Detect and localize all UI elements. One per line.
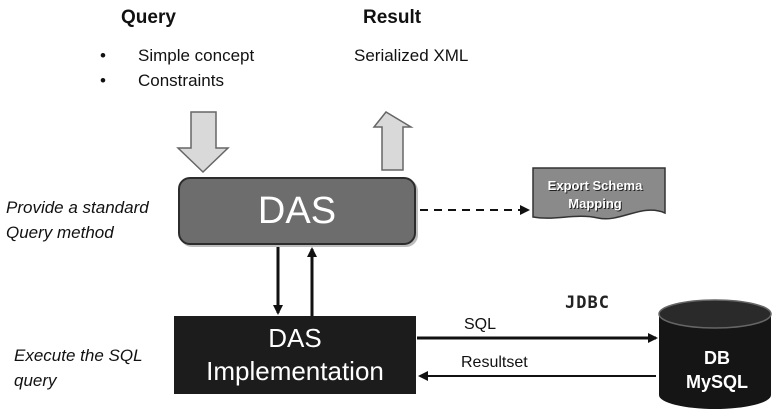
db-label-line: MySQL [685,372,748,392]
query-item-constraints: Constraints [138,71,224,90]
das-side-note-line: Provide a standard [6,198,149,217]
query-item-simple-concept: Simple concept [138,46,255,65]
result-heading: Result [363,7,422,28]
export-schema-mapping: Export Schema Mapping [527,173,663,217]
impl-side-note: Execute the SQL query [14,343,143,393]
impl-side-note-line: query [14,371,57,390]
database-cylinder [658,299,772,409]
das-label: DAS [257,189,337,232]
das-implementation-box: DAS Implementation [174,316,416,394]
export-label-line: Export Schema [547,178,643,193]
query-down-arrow [176,111,230,174]
impl-label-line: DAS [268,323,322,353]
impl-label-line: Implementation [206,356,384,386]
jdbc-label: JDBC [565,293,610,313]
das-side-note: Provide a standard Query method [6,195,149,245]
das-side-note-line: Query method [6,223,114,242]
db-label-line: DB [704,348,730,368]
resultset-label: Resultset [461,354,528,371]
bullet-dot: • [100,71,106,90]
das-box: DAS [178,177,416,245]
bullet-dot: • [100,46,106,65]
impl-side-note-line: Execute the SQL [14,346,143,365]
sql-label: SQL [464,316,497,333]
result-up-arrow [372,111,414,171]
export-label-line: Mapping [568,196,622,211]
database-label: DB MySQL [662,340,772,400]
query-heading: Query [121,7,176,28]
result-text: Serialized XML [354,46,469,65]
export-document-shape [532,167,666,220]
